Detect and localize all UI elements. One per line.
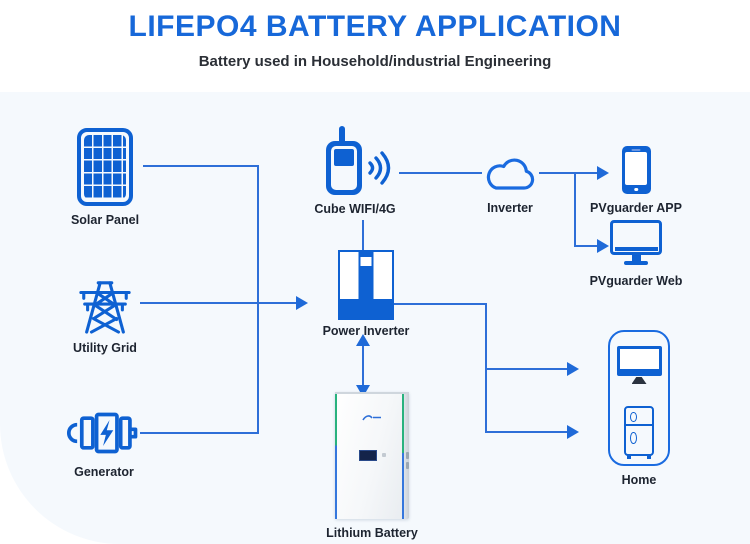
node-lithium-battery: Lithium Battery	[312, 392, 432, 540]
edge-solar-to-bus	[143, 165, 258, 167]
battery-brand-logo	[360, 414, 384, 422]
lightning-bolt-icon	[100, 420, 114, 446]
monitor-icon	[610, 220, 662, 265]
node-power-inverter: Power Inverter	[306, 250, 426, 338]
arrow-into-home-tv	[567, 362, 579, 376]
cloud-icon	[486, 158, 535, 190]
edge-inverter-battery	[362, 345, 364, 385]
arrow-into-power-inverter	[296, 296, 308, 310]
refrigerator-icon	[624, 406, 654, 459]
edge-utility-to-inverter	[140, 302, 297, 304]
battery-cabinet-image	[335, 392, 409, 519]
antenna-icon	[338, 126, 345, 146]
arrow-into-web	[597, 239, 609, 253]
walkie-talkie-icon	[325, 126, 362, 195]
solar-panel-icon	[77, 128, 133, 206]
battery-display	[359, 450, 377, 461]
home-appliances-icon	[608, 330, 670, 466]
pvguarder-app-label: PVguarder APP	[590, 201, 682, 215]
solar-panel-label: Solar Panel	[70, 213, 140, 227]
edge-to-home-tv	[485, 368, 567, 370]
wifi-device-icon	[325, 126, 393, 195]
node-cloud: Inverter	[452, 152, 568, 215]
edge-wifi-to-cloud	[399, 172, 482, 174]
lithium-battery-label: Lithium Battery	[326, 526, 418, 540]
page-subtitle: Battery used in Household/industrial Eng…	[198, 53, 552, 70]
node-home: Home	[579, 330, 699, 487]
cloud-label: Inverter	[487, 201, 533, 215]
edge-inverter-to-home-bus	[393, 303, 486, 305]
header: LIFEPO4 BATTERY APPLICATION Battery used…	[0, 10, 750, 70]
power-inverter-label: Power Inverter	[322, 324, 410, 338]
edge-wifi-to-inverter	[362, 220, 364, 250]
generator-icon	[67, 412, 138, 454]
arrow-into-home-fridge	[567, 425, 579, 439]
smartphone-icon	[621, 146, 651, 194]
edge-generator-to-bus	[140, 432, 258, 434]
edge-source-bus	[257, 165, 259, 434]
arrow-into-app	[597, 166, 609, 180]
generator-label: Generator	[74, 465, 134, 479]
node-generator: Generator	[44, 408, 164, 479]
solar-cells	[84, 135, 126, 199]
node-solar-panel: Solar Panel	[45, 128, 165, 227]
node-utility-grid: Utility Grid	[45, 278, 165, 355]
transmission-tower-icon	[79, 281, 131, 334]
arrow-up-inverter	[356, 334, 370, 346]
node-cube-wifi: Cube WIFI/4G	[295, 126, 415, 216]
node-pvguarder-app: PVguarder APP	[576, 146, 696, 215]
edge-to-home-fridge	[485, 431, 567, 433]
edge-cloud-to-app	[539, 172, 597, 174]
utility-grid-label: Utility Grid	[73, 341, 137, 355]
tv-icon	[616, 332, 662, 384]
pvguarder-web-label: PVguarder Web	[589, 273, 683, 288]
edge-cloud-branch	[574, 172, 576, 247]
home-label: Home	[621, 473, 657, 487]
wifi-waves-icon	[367, 151, 390, 185]
edge-cloud-to-web	[575, 245, 597, 247]
inverter-unit-icon	[338, 250, 394, 320]
battery-button	[382, 453, 386, 457]
page-title: LIFEPO4 BATTERY APPLICATION	[128, 10, 622, 43]
node-pvguarder-web: PVguarder Web	[576, 220, 696, 288]
cube-wifi-label: Cube WIFI/4G	[314, 202, 396, 216]
device-screen	[333, 149, 354, 166]
